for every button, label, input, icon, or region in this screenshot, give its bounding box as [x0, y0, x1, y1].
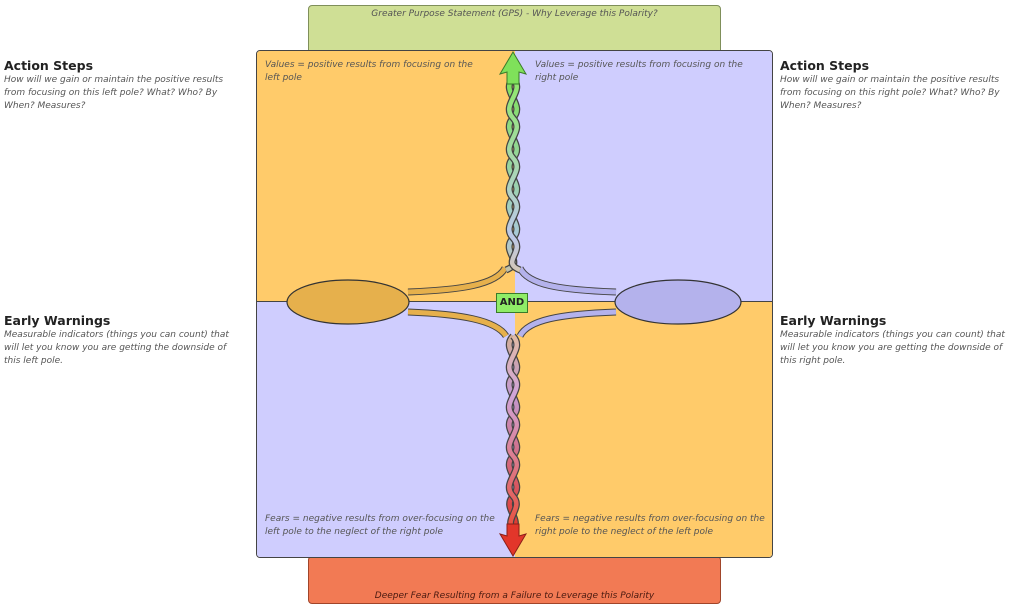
right-early-warnings-text: Measurable indicators (things you can co…: [780, 330, 1005, 366]
left-early-warnings-text: Measurable indicators (things you can co…: [4, 330, 229, 366]
quadrant-left-downside[interactable]: Fears = negative results from over-focus…: [257, 302, 515, 557]
left-action-steps[interactable]: Action Steps How will we gain or maintai…: [4, 58, 240, 113]
right-fears-text: Fears = negative results from over-focus…: [535, 514, 765, 537]
right-values-text: Values = positive results from focusing …: [535, 60, 743, 83]
left-early-warnings[interactable]: Early Warnings Measurable indicators (th…: [4, 313, 240, 368]
quadrant-right-upside[interactable]: Values = positive results from focusing …: [515, 51, 772, 302]
left-early-warnings-title: Early Warnings: [4, 313, 111, 328]
right-early-warnings[interactable]: Early Warnings Measurable indicators (th…: [780, 313, 1016, 368]
right-action-steps[interactable]: Action Steps How will we gain or maintai…: [780, 58, 1016, 113]
greater-purpose-statement-box[interactable]: Greater Purpose Statement (GPS) - Why Le…: [308, 5, 721, 57]
right-action-steps-title: Action Steps: [780, 58, 870, 73]
quadrant-left-upside[interactable]: Values = positive results from focusing …: [257, 51, 515, 302]
left-values-text: Values = positive results from focusing …: [265, 60, 473, 83]
left-action-steps-title: Action Steps: [4, 58, 94, 73]
deeper-fear-text: Deeper Fear Resulting from a Failure to …: [374, 591, 655, 601]
gps-text: Greater Purpose Statement (GPS) - Why Le…: [371, 9, 658, 19]
deeper-fear-box[interactable]: Deeper Fear Resulting from a Failure to …: [308, 556, 721, 604]
and-label: AND: [496, 293, 528, 313]
right-early-warnings-title: Early Warnings: [780, 313, 887, 328]
right-action-steps-text: How will we gain or maintain the positiv…: [780, 75, 1000, 111]
left-fears-text: Fears = negative results from over-focus…: [265, 514, 495, 537]
quadrant-right-downside[interactable]: Fears = negative results from over-focus…: [515, 302, 772, 557]
left-action-steps-text: How will we gain or maintain the positiv…: [4, 75, 224, 111]
